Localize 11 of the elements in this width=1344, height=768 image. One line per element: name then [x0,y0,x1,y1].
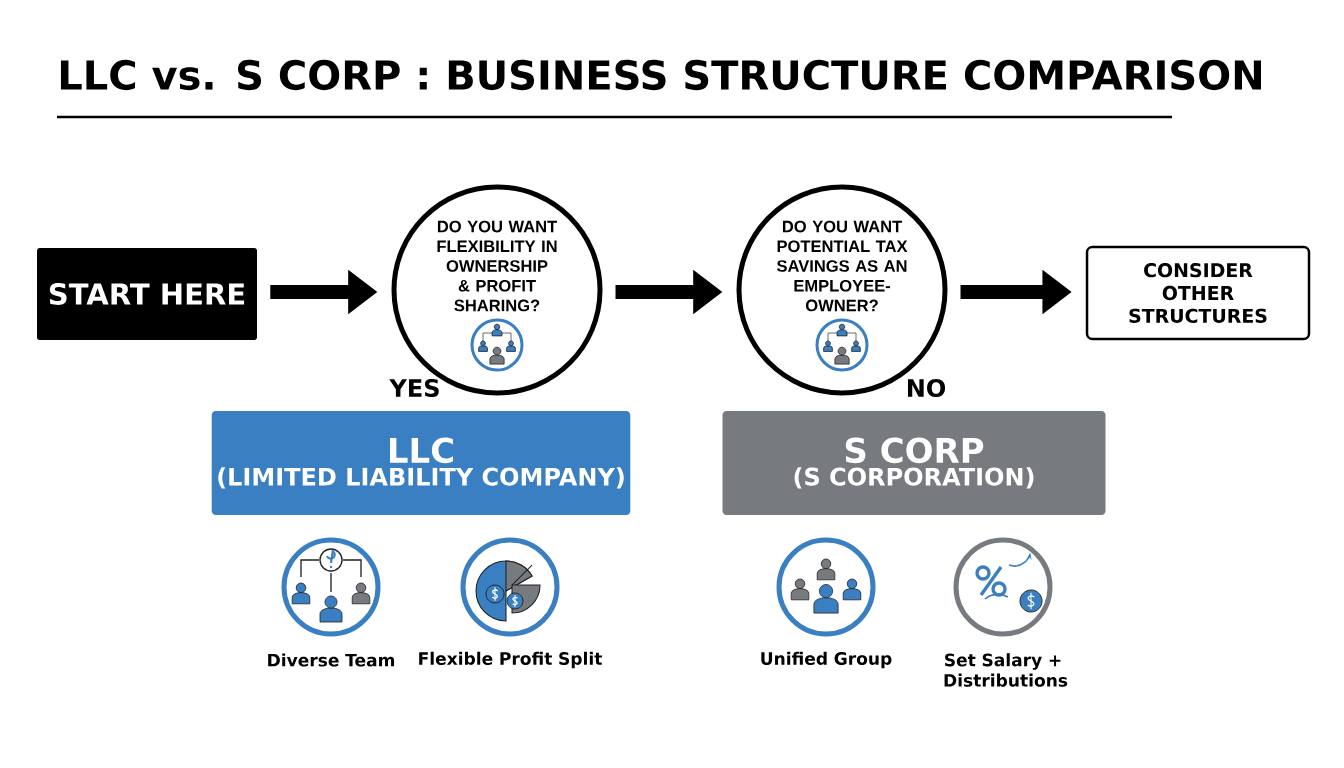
outcome-box: LLC (LIMITED LIABILITY COMPANY) [211,411,631,515]
icon-caption: Flexible Profit Split [419,651,602,669]
icon-caption: Set Salary + Distributions [944,653,1068,687]
answer-label: NO [907,378,946,398]
title: LLC vs. S CORP : BUSINESS STRUCTURE COMPARISON [60,59,1261,91]
icon-caption: Unified Group [761,651,892,669]
answer-label: YES [389,378,439,398]
outcome-box: S CORP (S CORPORATION) [722,411,1106,515]
icon-caption: Diverse Team [268,653,395,667]
result-box: CONSIDER OTHER STRUCTURES [1085,245,1311,341]
start-box: START HERE [37,248,257,340]
